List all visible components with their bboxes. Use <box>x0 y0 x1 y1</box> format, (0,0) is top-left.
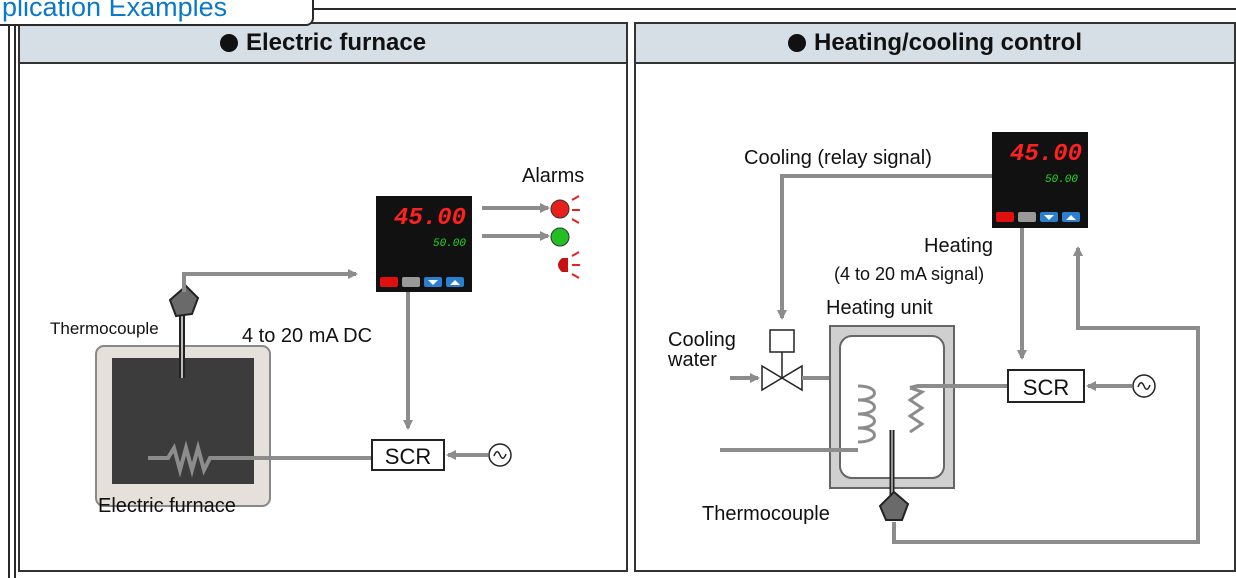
alarm-red-lamp <box>550 199 570 219</box>
section-border <box>306 8 1236 10</box>
scr-box <box>1007 369 1085 403</box>
electric-furnace-diagram: 45.00 50.00 Alarms 4 to 20 mA DC Thermoc… <box>50 165 584 517</box>
thermocouple-signal-line <box>182 269 358 292</box>
bullet-icon <box>788 34 806 52</box>
label-heating-signal: (4 to 20 mA signal) <box>834 264 984 284</box>
section-tab: plication Examples <box>0 0 314 26</box>
controller-key-red <box>996 212 1014 222</box>
label-cooling-water-1: Cooling <box>668 329 736 351</box>
alarm-flash-icon <box>571 195 580 224</box>
panel-title: Heating/cooling control <box>814 29 1082 56</box>
controller-key-red <box>380 277 398 287</box>
ac-power-icon <box>1132 374 1156 398</box>
thermocouple-signal-line <box>892 246 1200 544</box>
label-electric-furnace: Electric furnace <box>98 495 236 517</box>
controller-sv: 50.00 <box>1045 174 1078 186</box>
controller-key-gray <box>402 277 420 287</box>
controller-pv: 45.00 <box>1010 141 1082 168</box>
scr-box <box>371 439 445 471</box>
panel-electric-furnace: Electric furnace 45.00 50.00 <box>18 22 628 572</box>
label-heating: Heating <box>924 235 993 257</box>
valve-icon <box>761 364 803 392</box>
label-thermocouple: Thermocouple <box>50 319 159 338</box>
cooling-coil <box>857 384 876 444</box>
label-cooling-signal: Cooling (relay signal) <box>744 147 932 169</box>
label-cooling-water-2: water <box>667 349 717 371</box>
temperature-controller <box>376 196 472 292</box>
alarm-green-lamp <box>550 227 570 247</box>
panel-header: Heating/cooling control <box>636 24 1234 64</box>
controller-pv: 45.00 <box>394 205 466 232</box>
panel-heating-cooling: Heating/cooling control 45.00 50.00 Cool… <box>634 22 1236 572</box>
thermocouple-head <box>878 490 910 521</box>
heating-cooling-diagram: 45.00 50.00 Cooling (relay signal) Cooli… <box>667 132 1200 544</box>
label-scr: SCR <box>1023 375 1069 400</box>
left-border-outer <box>8 22 10 578</box>
heater-element <box>907 386 926 434</box>
panel-header: Electric furnace <box>20 24 626 64</box>
ac-power-icon <box>488 443 512 467</box>
label-alarms: Alarms <box>522 165 584 187</box>
label-thermocouple: Thermocouple <box>702 503 830 525</box>
heater-element <box>148 440 252 478</box>
buzzer-icon <box>558 251 580 279</box>
left-border-inner <box>14 22 16 578</box>
label-heating-unit: Heating unit <box>826 297 933 319</box>
heater-to-scr-line <box>909 384 1008 390</box>
controller-sv: 50.00 <box>433 238 466 250</box>
panel-title: Electric furnace <box>245 29 427 56</box>
label-signal: 4 to 20 mA DC <box>242 325 372 347</box>
valve-actuator <box>769 329 795 353</box>
cooling-signal-line <box>777 174 992 320</box>
label-scr: SCR <box>385 444 431 469</box>
controller-key-gray <box>1018 212 1036 222</box>
bullet-icon <box>219 34 238 52</box>
